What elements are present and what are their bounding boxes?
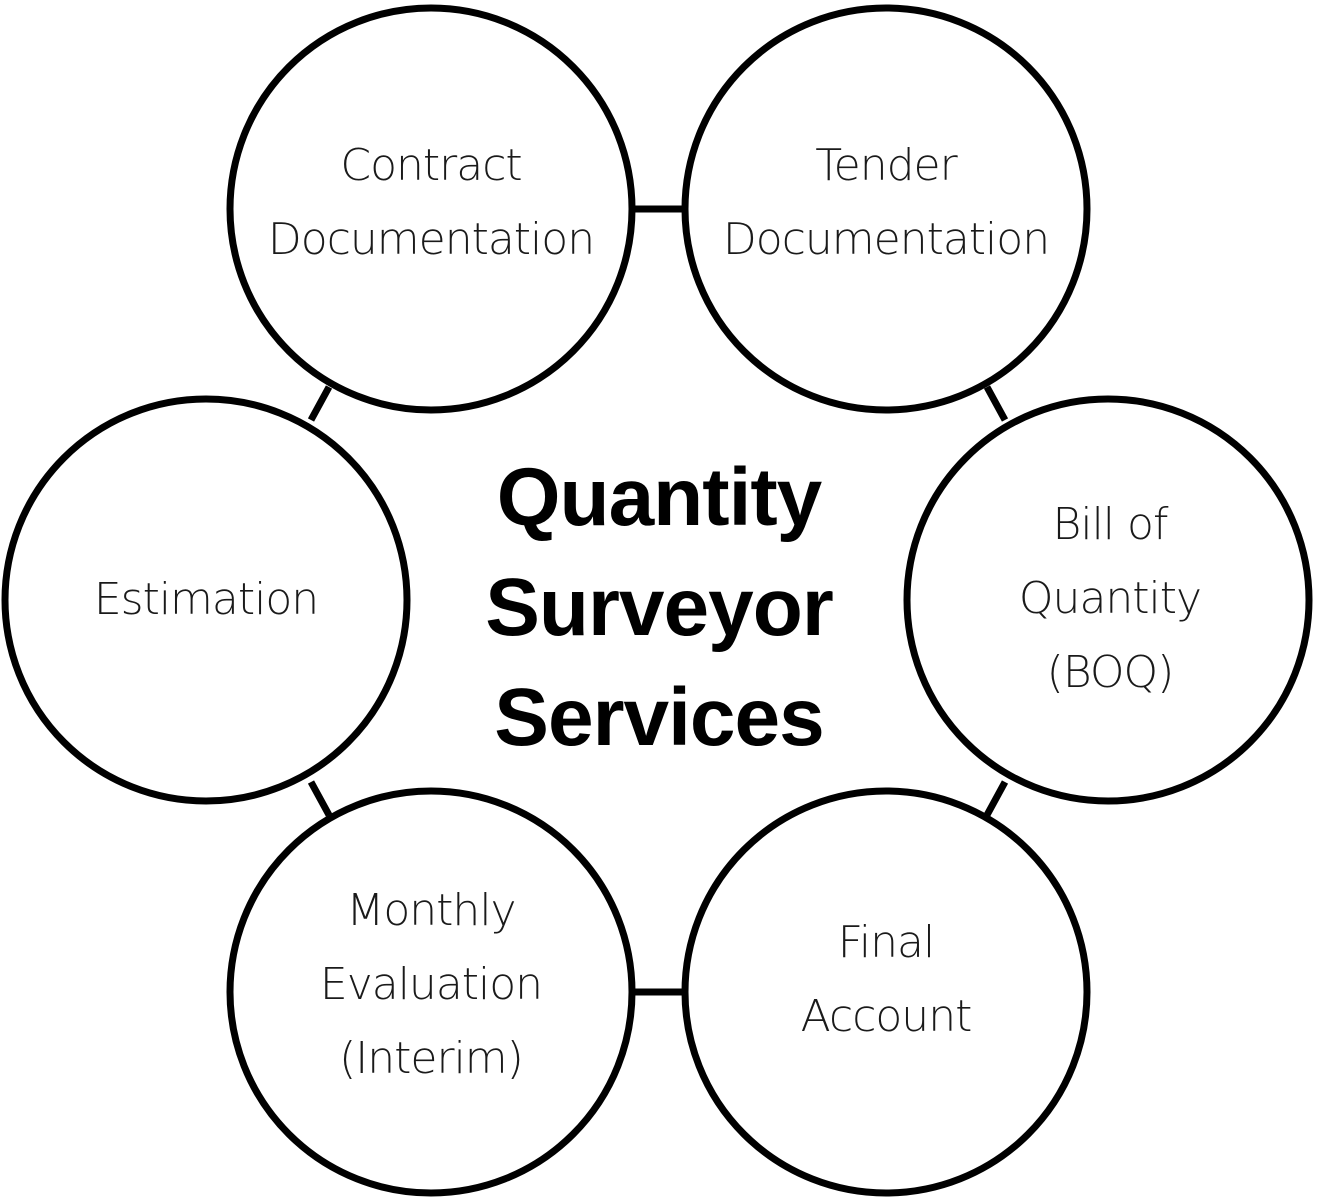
node-label-line: Documentation: [723, 214, 1049, 265]
connector-estimation-contract: [307, 385, 333, 422]
connector-tender-boq: [983, 385, 1009, 422]
node-label-line: Final: [838, 917, 934, 968]
node-label-line: Evaluation: [320, 959, 542, 1010]
center-title-line: Surveyor: [485, 562, 833, 653]
node-label-line: Bill of: [1053, 499, 1169, 550]
node-label-line: (BOQ): [1047, 647, 1174, 698]
node-label-line: Estimation: [94, 574, 318, 625]
node-label-line: Tender: [815, 140, 958, 191]
node-circle: [226, 4, 636, 414]
node-label-line: (Interim): [339, 1033, 523, 1084]
connector-monthly-estimation: [307, 780, 333, 817]
node-label-line: Account: [801, 991, 972, 1042]
node-label-line: Documentation: [268, 214, 594, 265]
node-contract-documentation: Contract Documentation: [226, 4, 636, 414]
node-circle: [903, 395, 1313, 805]
node-circle: [681, 4, 1091, 414]
node-circle: [1, 395, 411, 805]
node-label-line: Quantity: [1019, 573, 1201, 624]
node-label-line: Monthly: [346, 885, 515, 936]
connectors: [307, 205, 1009, 996]
center-title-line: Quantity: [497, 452, 823, 543]
node-monthly-evaluation: Monthly Evaluation (Interim): [226, 787, 636, 1197]
node-final-account: Final Account: [681, 787, 1091, 1197]
node-tender-documentation: Tender Documentation: [681, 4, 1091, 414]
node-label-line: Contract: [340, 140, 521, 191]
node-circle: [226, 787, 636, 1197]
center-title-line: Services: [494, 672, 823, 763]
node-bill-of-quantity: Bill of Quantity (BOQ): [903, 395, 1313, 805]
node-circle: [681, 787, 1091, 1197]
center-title: Quantity Surveyor Services: [485, 452, 834, 763]
connector-boq-final: [983, 780, 1009, 817]
node-estimation: Estimation: [1, 395, 411, 805]
